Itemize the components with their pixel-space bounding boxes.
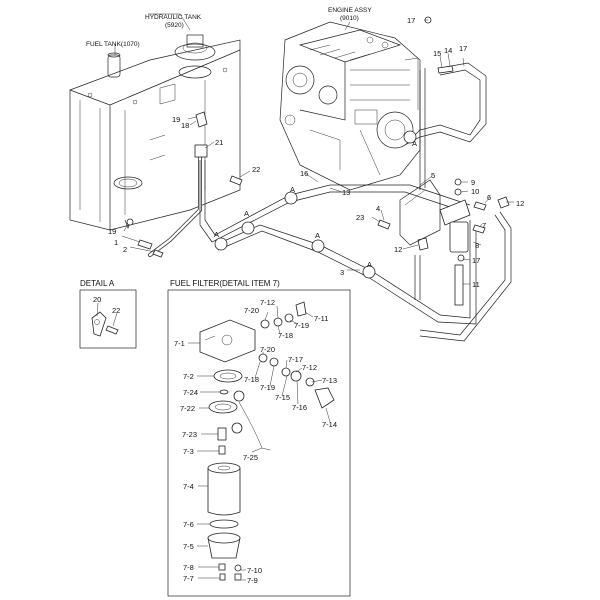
callout-a-1: A xyxy=(412,139,417,148)
part-7-19-lower: 7-19 xyxy=(260,383,275,392)
part-7-19-upper: 7-19 xyxy=(294,321,309,330)
part-7-15: 7-15 xyxy=(275,393,290,402)
part-7: 7 xyxy=(482,221,486,230)
detail-part-20: 20 xyxy=(93,295,101,304)
part-17-top: 17 xyxy=(407,16,415,25)
main-fuel-filter xyxy=(399,179,471,253)
leader-lines-main xyxy=(114,13,514,285)
label-hydraulic-tank-code: (5920) xyxy=(165,22,184,29)
part-7-12-upper: 7-12 xyxy=(260,298,275,307)
detail-a-title: DETAIL A xyxy=(80,279,115,288)
part-7-18-lower: 7-18 xyxy=(244,375,259,384)
part-7-7: 7-7 xyxy=(183,574,194,583)
fuel-filter-detail-box: FUEL FILTER(DETAIL ITEM 7) xyxy=(167,279,351,597)
part-7-23: 7-23 xyxy=(182,430,197,439)
part-7-3: 7-3 xyxy=(183,447,194,456)
engine-drawing xyxy=(279,21,421,191)
part-7-8: 7-8 xyxy=(183,563,194,572)
part-7-10: 7-10 xyxy=(247,566,262,575)
label-engine-code: (9010) xyxy=(340,15,359,22)
part-7-17: 7-17 xyxy=(288,355,303,364)
part-7-20-upper: 7-20 xyxy=(244,306,259,315)
part-7-25: 7-25 xyxy=(243,453,258,462)
part-6: 6 xyxy=(487,193,491,202)
fuel-tank-drawing xyxy=(69,34,241,231)
part-11: 11 xyxy=(472,280,480,289)
callout-a-2: A xyxy=(290,185,295,194)
part-8: 8 xyxy=(475,241,479,250)
part-7-18-upper: 7-18 xyxy=(278,331,293,340)
fuel-lines xyxy=(148,62,512,342)
part-12-right: 12 xyxy=(516,199,524,208)
part-7-1: 7-1 xyxy=(174,339,185,348)
main-labels: HYDRAULIC TANK (5920) FUEL TANK(1070) EN… xyxy=(86,7,524,289)
part-9: 9 xyxy=(471,178,475,187)
clamp-markers xyxy=(214,130,417,279)
part-15: 15 xyxy=(433,49,441,58)
part-7-20-lower: 7-20 xyxy=(260,345,275,354)
part-3: 3 xyxy=(340,268,344,277)
part-4: 4 xyxy=(376,204,380,213)
part-7-5: 7-5 xyxy=(183,542,194,551)
part-17-right: 17 xyxy=(459,44,467,53)
fittings xyxy=(126,16,510,262)
part-21: 21 xyxy=(215,138,223,147)
part-7-9: 7-9 xyxy=(247,576,258,585)
label-engine-assy: ENGINE ASSY xyxy=(328,7,372,14)
part-16: 16 xyxy=(300,169,308,178)
part-18: 18 xyxy=(181,121,189,130)
fuel-filter-title: FUEL FILTER(DETAIL ITEM 7) xyxy=(170,279,280,288)
detail-part-22: 22 xyxy=(112,306,120,315)
part-7-24: 7-24 xyxy=(183,388,198,397)
part-7-6: 7-6 xyxy=(183,520,194,529)
part-7-2: 7-2 xyxy=(183,372,194,381)
part-13: 13 xyxy=(342,188,350,197)
part-7-11: 7-11 xyxy=(314,314,328,323)
part-1: 1 xyxy=(114,238,118,247)
part-5: 5 xyxy=(431,171,435,180)
part-14: 14 xyxy=(444,46,452,55)
callout-a-6: A xyxy=(367,260,372,269)
callout-a-3: A xyxy=(244,209,249,218)
label-fuel-tank: FUEL TANK(1070) xyxy=(86,41,140,48)
leader-lines-filter xyxy=(188,305,331,581)
part-22: 22 xyxy=(252,165,260,174)
filter-labels: 7-1 7-2 7-24 7-22 7-23 7-3 7-4 7-6 7-5 7… xyxy=(174,298,337,585)
label-hydraulic-tank: HYDRAULIC TANK xyxy=(145,14,202,21)
part-12-left: 12 xyxy=(394,245,402,254)
callout-a-4: A xyxy=(214,230,219,239)
part-7-4: 7-4 xyxy=(183,482,194,491)
part-7-22: 7-22 xyxy=(180,404,195,413)
part-2: 2 xyxy=(123,245,127,254)
part-19-lower: 19 xyxy=(108,227,116,236)
part-7-13: 7-13 xyxy=(322,376,337,385)
part-10: 10 xyxy=(471,187,479,196)
callout-a-5: A xyxy=(315,231,320,240)
part-7-16: 7-16 xyxy=(292,403,307,412)
part-7-12-lower: 7-12 xyxy=(302,363,317,372)
detail-a-box: DETAIL A 20 22 xyxy=(79,279,137,349)
part-7-14: 7-14 xyxy=(322,420,337,429)
part-23: 23 xyxy=(356,213,364,222)
part-17-lower: 17 xyxy=(472,256,480,265)
part-19-upper: 19 xyxy=(172,115,180,124)
